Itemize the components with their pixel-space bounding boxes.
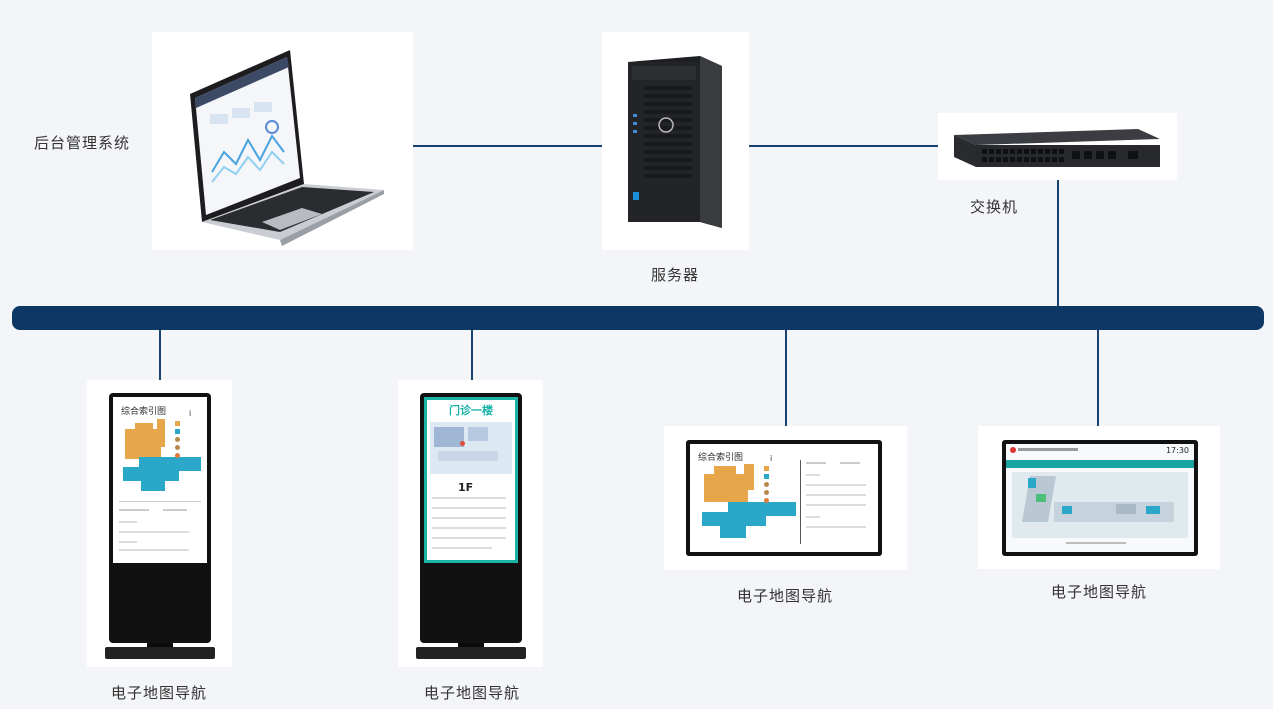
kiosk-base [105,647,215,659]
kiosk-screen: 17:30 [1006,444,1194,552]
kiosk-base [416,647,526,659]
server-label: 服务器 [651,266,700,284]
kiosk3-label: 电子地图导航 [737,587,834,605]
kiosk-horizontal-index-card: 综合索引图 i [664,426,907,570]
bus-kiosk1-line [159,330,161,380]
kiosk-screen: 门诊一楼 1F [424,397,518,563]
info-icon: i [770,454,773,463]
index-map-title: 综合索引图 [121,407,167,417]
map-block-orange [125,429,161,459]
kiosk-screen: 综合索引图 i [113,397,207,563]
laptop-card [152,32,413,250]
kiosk-screen: 综合索引图 i [690,444,878,552]
laptop-image [190,50,384,246]
kiosk-vertical-index-card: 综合索引图 i [87,380,232,667]
index-map-title: 综合索引图 [698,453,744,463]
switch-image [954,129,1160,167]
bus-kiosk4-line [1097,330,1099,426]
kiosk4-label: 电子地图导航 [1051,583,1148,601]
server-image [628,56,722,228]
server-card [602,32,749,250]
network-bus [12,306,1264,330]
kiosk2-label: 电子地图导航 [424,684,521,702]
bus-kiosk2-line [471,330,473,380]
kiosk1-label: 电子地图导航 [111,684,208,702]
time-display: 17:30 [1165,446,1189,455]
nav-tabs-bar [1006,460,1194,468]
bus-kiosk3-line [785,330,787,426]
switch-label: 交换机 [970,198,1019,216]
server-switch-line [749,145,938,147]
info-icon: i [189,409,192,418]
switch-bus-line [1057,180,1059,308]
laptop-server-line [413,145,603,147]
kiosk-vertical-floor-card: 门诊一楼 1F [398,380,543,667]
kiosk-horizontal-3d-card: 17:30 [978,426,1220,569]
switch-card [938,113,1177,180]
floor-title: 门诊一楼 [449,404,493,417]
floor-number: 1F [458,481,474,494]
backend-label: 后台管理系统 [34,134,131,152]
